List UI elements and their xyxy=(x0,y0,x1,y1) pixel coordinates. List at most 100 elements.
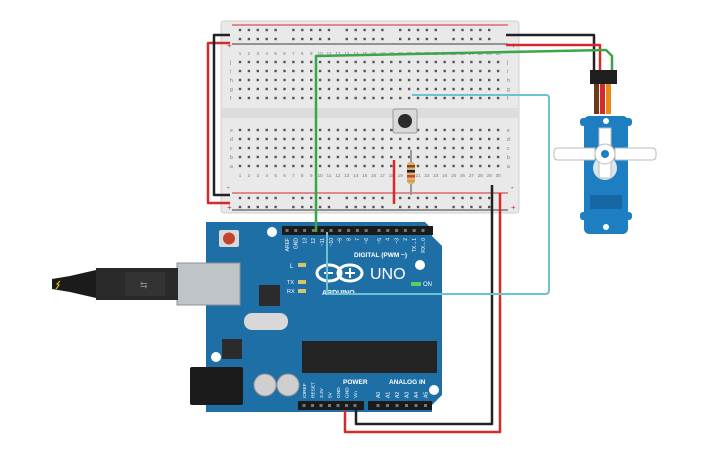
breadboard-hole xyxy=(247,146,251,150)
digital-pin-label: AREF xyxy=(285,238,291,251)
power-pin-hole[interactable] xyxy=(311,404,314,407)
breadboard-hole xyxy=(452,28,455,32)
breadboard-hole xyxy=(479,69,482,73)
digital-pin-hole[interactable] xyxy=(412,229,416,232)
breadboard-hole xyxy=(283,146,286,150)
digital-pin-hole[interactable] xyxy=(303,229,307,232)
breadboard-hole xyxy=(488,37,491,41)
breadboard-hole xyxy=(390,137,393,141)
digital-pin-hole[interactable] xyxy=(364,229,368,232)
breadboard-hole xyxy=(425,146,429,150)
breadboard-hole xyxy=(452,155,455,159)
servo-motor[interactable] xyxy=(553,70,657,234)
breadboard-hole xyxy=(292,28,295,32)
breadboard-hole xyxy=(425,164,429,168)
digital-pin-hole[interactable] xyxy=(386,229,390,232)
arduino-uno-board[interactable]: UNO ARDUINO DIGITAL (PWM ~) POWER ANALOG… xyxy=(176,222,442,412)
breadboard-hole xyxy=(354,164,357,168)
breadboard-hole xyxy=(283,128,286,132)
usb-symbol-icon: ⇆ xyxy=(140,280,148,290)
power-pin-label: RESET xyxy=(310,382,316,398)
breadboard-hole xyxy=(256,96,259,100)
power-pin-hole[interactable] xyxy=(353,404,357,407)
power-pin-hole[interactable] xyxy=(328,404,331,407)
led-l-label: L xyxy=(290,264,294,270)
wire-5v-red xyxy=(343,193,502,434)
breadboard-hole xyxy=(425,96,429,100)
breadboard-hole xyxy=(381,155,384,159)
breadboard-hole xyxy=(443,78,446,82)
digital-pin-hole[interactable] xyxy=(355,229,359,232)
column-label: 6 xyxy=(283,173,286,178)
breadboard-hole xyxy=(345,87,348,91)
breadboard-hole xyxy=(461,205,464,209)
breadboard-hole xyxy=(372,69,375,73)
analog-pin-hole[interactable] xyxy=(405,404,408,407)
analog-pin-hole[interactable] xyxy=(424,404,427,407)
column-label: 16 xyxy=(371,173,377,178)
breadboard-hole xyxy=(274,69,277,73)
breadboard-hole xyxy=(470,87,473,91)
row-label: j xyxy=(229,60,231,66)
power-pin-hole[interactable] xyxy=(319,404,323,407)
breadboard-hole xyxy=(407,96,411,100)
breadboard-hole xyxy=(434,69,437,73)
breadboard-hole xyxy=(434,155,437,159)
breadboard-hole xyxy=(354,137,357,141)
reset-button[interactable] xyxy=(219,230,239,247)
usb-port[interactable] xyxy=(176,262,241,306)
breadboard-hole xyxy=(318,37,322,41)
breadboard-hole xyxy=(310,155,313,159)
row-label: a xyxy=(507,164,510,170)
resistor[interactable] xyxy=(407,150,415,195)
breadboard-hole xyxy=(434,60,437,64)
digital-pin-hole[interactable] xyxy=(395,229,399,232)
breadboard-hole xyxy=(470,205,473,209)
power-pin-hole[interactable] xyxy=(345,404,348,407)
breadboard-hole xyxy=(496,60,500,64)
digital-pin-hole[interactable] xyxy=(311,229,315,232)
rail-minus-bottom: - xyxy=(227,183,230,192)
breadboard-hole xyxy=(238,196,242,200)
column-label: 2 xyxy=(248,173,251,178)
breadboard-hole xyxy=(354,155,357,159)
breadboard-hole xyxy=(372,205,375,209)
breadboard-hole xyxy=(399,69,402,73)
breadboard-hole xyxy=(452,78,455,82)
analog-pin-hole[interactable] xyxy=(414,404,418,407)
digital-pin-hole[interactable] xyxy=(320,229,324,232)
breadboard-hole xyxy=(452,60,455,64)
column-label: 3 xyxy=(257,51,260,56)
breadboard-hole xyxy=(381,164,384,168)
digital-pin-hole[interactable] xyxy=(338,229,342,232)
breadboard-hole xyxy=(479,78,482,82)
pushbutton[interactable] xyxy=(392,108,418,134)
breadboard-hole xyxy=(416,96,420,100)
analog-pin-hole[interactable] xyxy=(386,404,389,407)
digital-pin-hole[interactable] xyxy=(329,229,333,232)
digital-pin-hole[interactable] xyxy=(421,229,425,232)
breadboard-hole xyxy=(327,164,331,168)
digital-pin-hole[interactable] xyxy=(347,229,351,232)
digital-pin-hole[interactable] xyxy=(377,229,381,232)
breadboard-hole xyxy=(407,60,411,64)
row-label: a xyxy=(230,164,233,170)
row-label: c xyxy=(230,146,233,152)
power-jack[interactable] xyxy=(190,367,243,405)
power-pin-label: GND xyxy=(336,387,342,398)
digital-pin-hole[interactable] xyxy=(285,229,289,232)
digital-pin-hole[interactable] xyxy=(294,229,298,232)
breadboard-hole xyxy=(318,28,322,32)
analog-pin-hole[interactable] xyxy=(395,404,399,407)
analog-pin-hole[interactable] xyxy=(376,404,380,407)
breadboard-hole xyxy=(256,155,259,159)
analog-header[interactable] xyxy=(368,401,432,410)
row-label: d xyxy=(507,137,510,143)
breadboard-hole xyxy=(381,37,384,41)
breadboard[interactable]: + + - + - + 1122334455667788991010111112… xyxy=(220,20,520,214)
power-pin-hole[interactable] xyxy=(336,404,340,407)
power-pin-hole[interactable] xyxy=(302,404,306,407)
column-label: 21 xyxy=(415,173,421,178)
breadboard-hole xyxy=(443,128,446,132)
digital-pin-hole[interactable] xyxy=(403,229,407,232)
